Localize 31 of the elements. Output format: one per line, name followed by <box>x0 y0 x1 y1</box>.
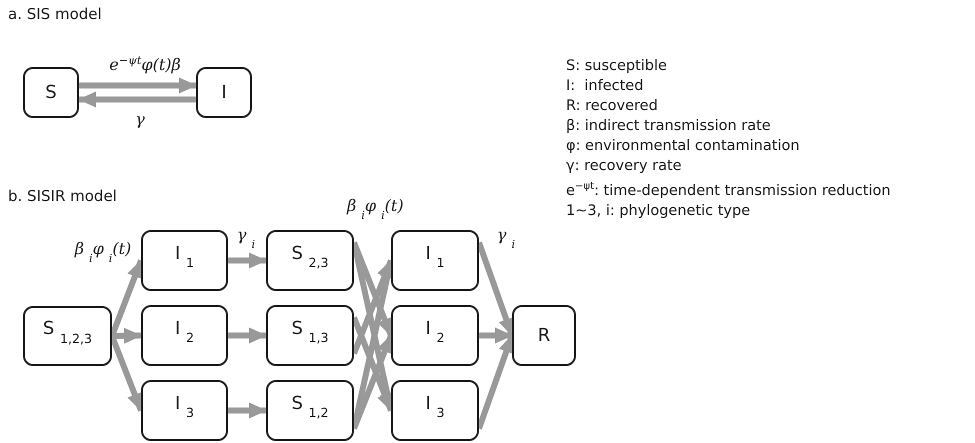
legend-text: R: recovered <box>566 98 659 116</box>
legend-text: β: indirect transmission rate <box>566 118 772 136</box>
state-box: I <box>196 67 252 118</box>
legend-text: S: susceptible <box>566 58 668 76</box>
legend-text: 1~3, i: phylogenetic type <box>566 202 752 220</box>
arrow <box>228 402 267 418</box>
legend-text: e$^{−ψt}$: time-dependent transmission reduction <box>566 180 891 200</box>
state-box: I$_{1}$ <box>141 230 228 291</box>
state-box: I$_{2}$ <box>391 305 479 366</box>
rate-label: β$_{i}$φ$_{i}$(t) <box>347 196 404 222</box>
arrow <box>228 252 267 268</box>
edge-label: e$^{−ψt}$φ(t)β <box>107 54 183 74</box>
state-box: S$_{1,3}$ <box>266 305 354 366</box>
state-box: S$_{1,2}$ <box>266 380 354 441</box>
panel-title: b. SISIR model <box>8 187 117 205</box>
edge-label: β$_{i}$φ$_{i}$(t) <box>72 239 134 265</box>
legend-text: γ: recovery rate <box>566 158 683 176</box>
legend-text: φ: environmental contamination <box>566 138 801 156</box>
arrow <box>79 78 197 94</box>
state-box: I$_{3}$ <box>141 380 228 441</box>
panel-title: a. SIS model <box>8 5 102 23</box>
state-box: I$_{2}$ <box>141 305 228 366</box>
arrow <box>228 328 267 344</box>
state-box: R <box>512 305 576 366</box>
state-box: I$_{3}$ <box>391 380 479 441</box>
state-box: I$_{1}$ <box>391 230 479 291</box>
state-box: S$_{1,2,3}$ <box>23 306 112 366</box>
state-box: S <box>23 67 79 118</box>
state-box: S$_{2,3}$ <box>266 230 354 291</box>
legend-text: I: infected <box>566 78 644 96</box>
arrow <box>78 92 196 108</box>
